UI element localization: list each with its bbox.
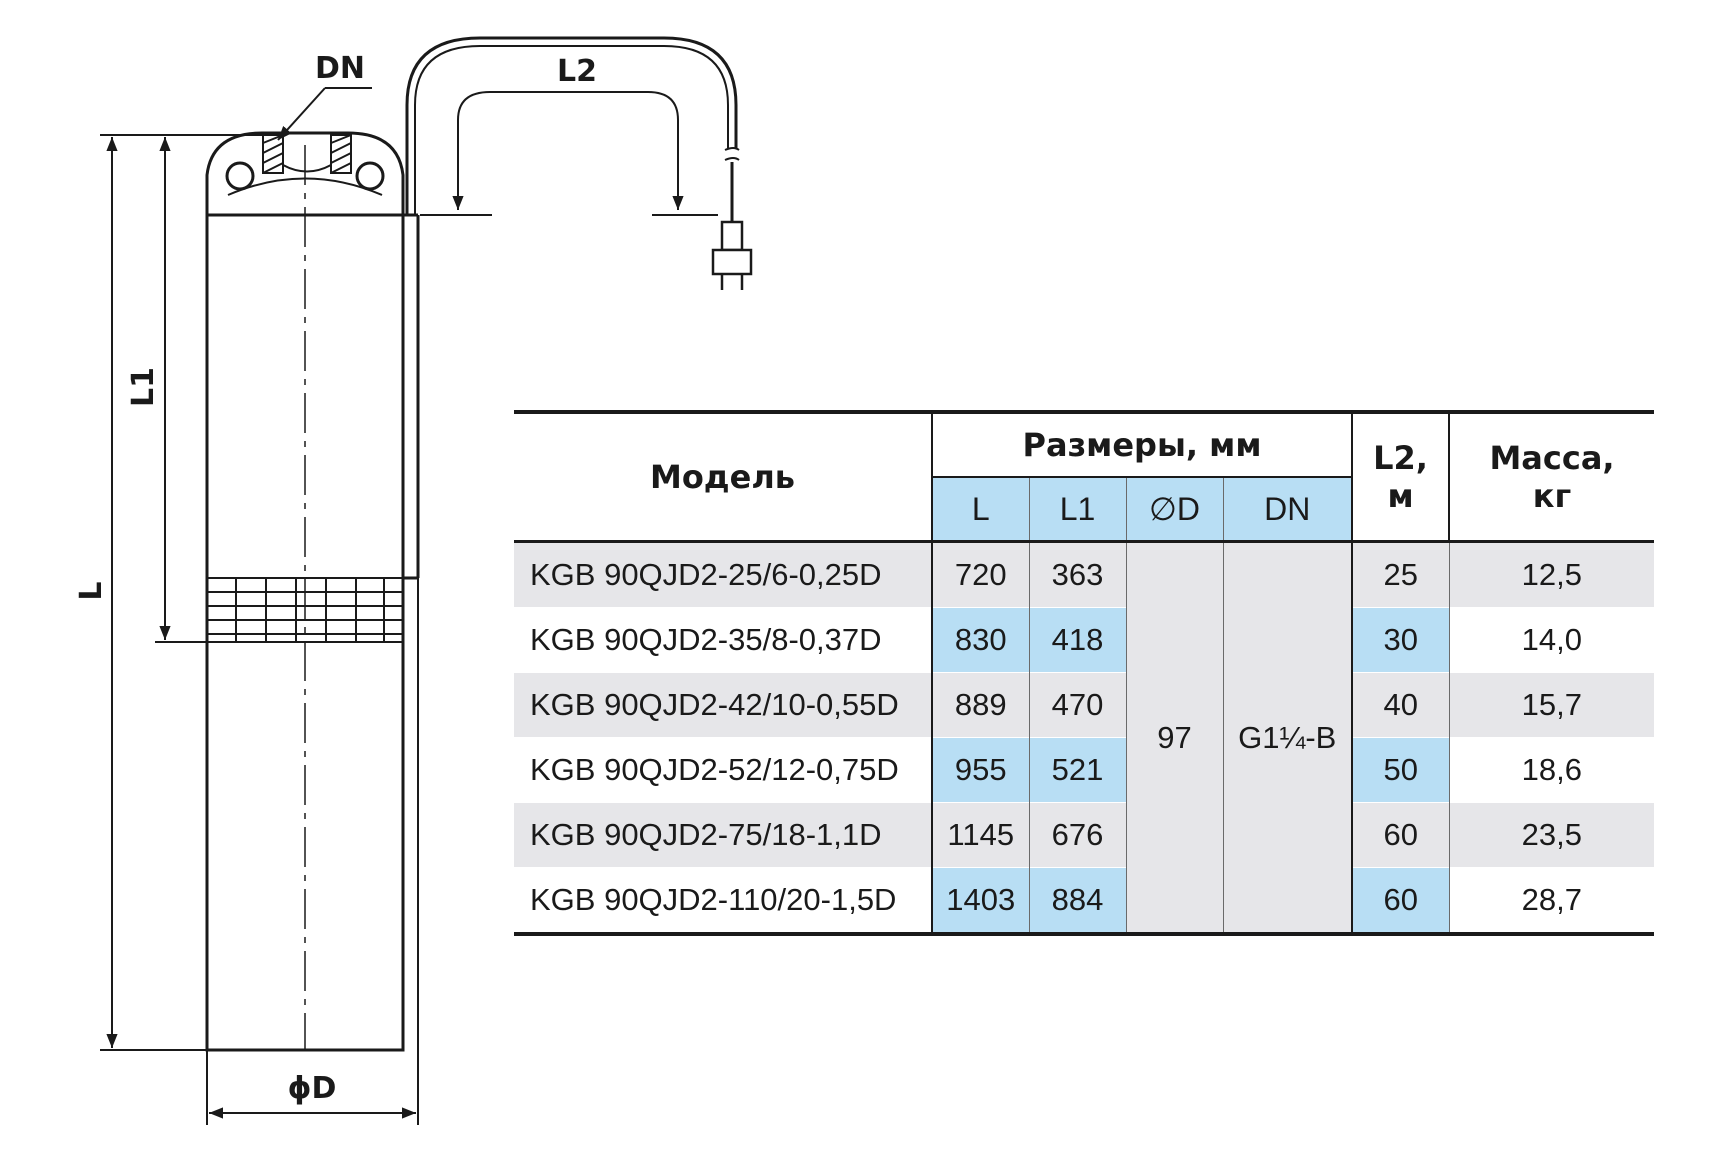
diameter-subheader: ∅D <box>1125 476 1223 542</box>
mass-header-line1: Масса, <box>1489 439 1615 477</box>
model-cell: KGB 90QJD2-52/12-0,75D <box>514 737 932 803</box>
l2-cell: 25 <box>1351 541 1450 608</box>
mass-cell: 15,7 <box>1448 672 1655 738</box>
dn-label: DN <box>315 51 365 86</box>
dn-leader <box>277 87 372 141</box>
plug-icon <box>711 220 753 290</box>
mass-cell: 23,5 <box>1448 802 1655 868</box>
table-row: KGB 90QJD2-52/12-0,75D 955 521 50 18,6 <box>514 737 1655 803</box>
pump-body <box>205 145 405 1052</box>
table-header: Модель Размеры, мм L2, м Масса, кг L L1 … <box>514 412 1655 542</box>
l1-cell: 470 <box>1028 672 1126 738</box>
l2-cell: 60 <box>1351 802 1450 868</box>
mass-cell: 12,5 <box>1448 541 1655 608</box>
model-cell: KGB 90QJD2-25/6-0,25D <box>514 541 932 608</box>
dimensions-header: Размеры, мм <box>930 412 1353 477</box>
l2-cell: 40 <box>1351 672 1450 738</box>
mass-header: Масса, кг <box>1448 412 1655 542</box>
l-label: L <box>74 581 109 600</box>
dn-outlet <box>262 134 352 174</box>
dn-cell: G1¼-B <box>1222 541 1353 934</box>
l1-dimension <box>155 134 262 643</box>
diameter-dimension <box>206 578 419 1125</box>
specifications-table: Модель Размеры, мм L2, м Масса, кг L L1 … <box>514 410 1655 936</box>
model-cell: KGB 90QJD2-110/20-1,5D <box>514 867 932 934</box>
cable-guard <box>403 213 420 580</box>
table-row: KGB 90QJD2-42/10-0,55D 889 470 40 15,7 <box>514 672 1655 738</box>
table-row: KGB 90QJD2-35/8-0,37D 830 418 30 14,0 <box>514 607 1655 673</box>
l2-header-line1: L2, <box>1373 439 1428 477</box>
intake-screen <box>207 577 403 643</box>
power-cable <box>405 36 740 222</box>
model-cell: KGB 90QJD2-75/18-1,1D <box>514 802 932 868</box>
l-cell: 1403 <box>931 867 1029 934</box>
mass-cell: 18,6 <box>1448 737 1655 803</box>
l1-cell: 363 <box>1028 541 1126 608</box>
l1-cell: 521 <box>1028 737 1126 803</box>
table-row: KGB 90QJD2-75/18-1,1D 1145 676 60 23,5 <box>514 802 1655 868</box>
l1-cell: 884 <box>1028 867 1126 934</box>
l-cell: 889 <box>931 672 1029 738</box>
mass-header-line2: кг <box>1532 477 1572 515</box>
l1-subheader: L1 <box>1028 476 1126 542</box>
mass-cell: 28,7 <box>1448 867 1655 934</box>
table-row: KGB 90QJD2-110/20-1,5D 1403 884 60 28,7 <box>514 867 1655 934</box>
dn-subheader: DN <box>1222 476 1353 542</box>
l1-cell: 676 <box>1028 802 1126 868</box>
l2-label: L2 <box>557 54 597 89</box>
l-dimension <box>100 134 207 1051</box>
l1-label: L1 <box>126 367 161 407</box>
l2-cell: 60 <box>1351 867 1450 934</box>
model-cell: KGB 90QJD2-42/10-0,55D <box>514 672 932 738</box>
l-cell: 720 <box>931 541 1029 608</box>
l2-cell: 30 <box>1351 607 1450 673</box>
mass-cell: 14,0 <box>1448 607 1655 673</box>
diameter-cell: 97 <box>1125 541 1223 934</box>
l-cell: 1145 <box>931 802 1029 868</box>
table-row: KGB 90QJD2-25/6-0,25D 720 363 97 G1¼-B 2… <box>514 541 1655 934</box>
model-header: Модель <box>649 458 796 496</box>
l-cell: 830 <box>931 607 1029 673</box>
model-cell: KGB 90QJD2-35/8-0,37D <box>514 607 932 673</box>
l2-cell: 50 <box>1351 737 1450 803</box>
l-subheader: L <box>931 476 1029 542</box>
l2-header: L2, м <box>1351 412 1450 542</box>
l2-dimension <box>420 91 718 216</box>
diameter-label: ϕD <box>288 1071 337 1106</box>
l1-cell: 418 <box>1028 607 1126 673</box>
l-cell: 955 <box>931 737 1029 803</box>
l2-header-line2: м <box>1387 477 1414 515</box>
